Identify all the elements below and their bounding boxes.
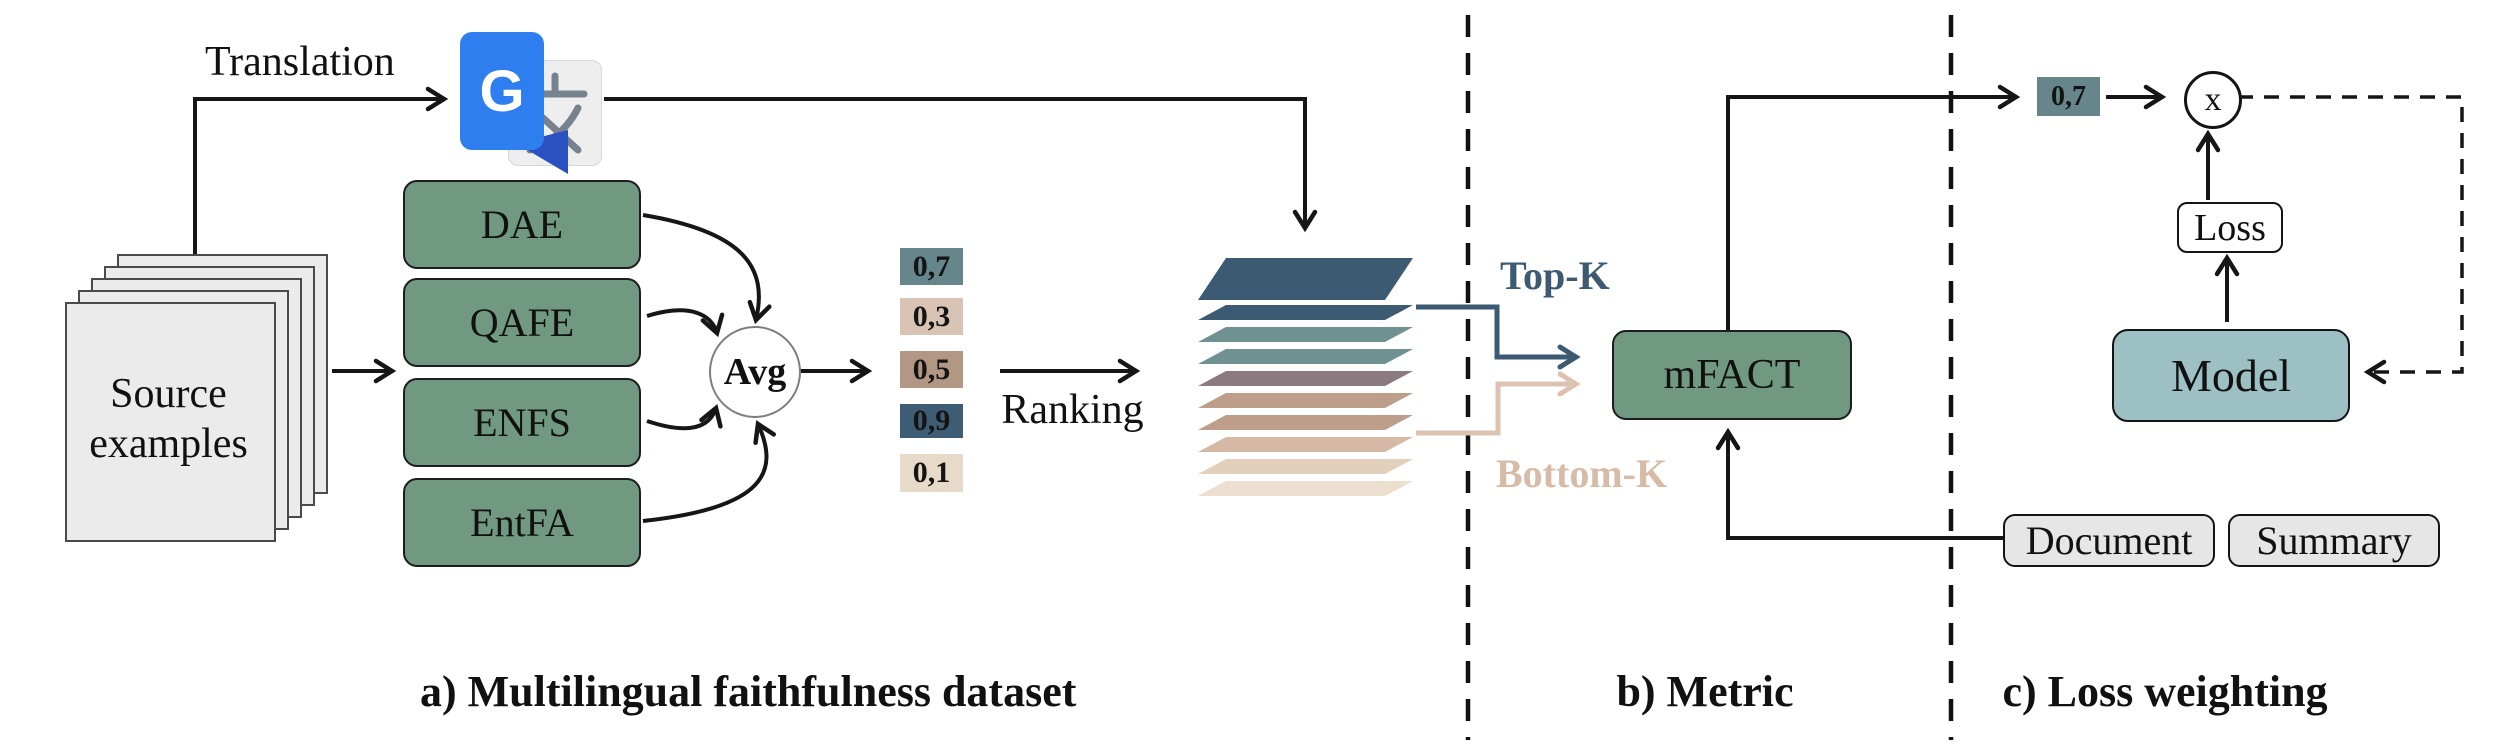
ranked-layer xyxy=(1198,327,1413,342)
caption-b: b) Metric xyxy=(1616,667,1794,716)
score-chip: 0,9 xyxy=(900,404,963,438)
caption-c: c) Loss weighting xyxy=(2002,667,2328,716)
ranked-layer xyxy=(1198,481,1413,496)
score-chip: 0,7 xyxy=(900,248,963,285)
arrow-qafe-to-avg xyxy=(646,308,725,338)
avg-node: Avg xyxy=(709,326,801,418)
ranked-layer xyxy=(1198,349,1413,364)
ranked-layer xyxy=(1198,258,1413,300)
model-box: Model xyxy=(2112,329,2350,422)
source-label-line2: examples xyxy=(89,421,248,467)
arrow-bottom-k xyxy=(1416,371,1581,436)
scorer-box-enfs: ENFS xyxy=(403,378,641,467)
top-k-label: Top-K xyxy=(1500,253,1610,298)
source-examples-label: Source examples xyxy=(65,302,272,538)
ranking-label: Ranking xyxy=(1001,387,1144,433)
source-sheet xyxy=(65,302,276,542)
ranked-layer xyxy=(1198,459,1413,474)
scorer-box-dae: DAE xyxy=(403,180,641,269)
arrow-enfs-to-avg xyxy=(646,403,723,431)
weight-chip: 0,7 xyxy=(2037,77,2100,116)
arrow-document-to-mfact xyxy=(1715,427,2003,540)
ranked-layer xyxy=(1198,371,1413,386)
document-box: Document xyxy=(2003,514,2215,567)
arrow-translator-to-layers xyxy=(604,97,1318,233)
summary-box: Summary xyxy=(2228,514,2440,567)
arrow-top-k xyxy=(1416,304,1581,370)
ranked-layer xyxy=(1198,305,1413,320)
source-label-line1: Source xyxy=(110,371,227,418)
arrow-entfa-to-avg xyxy=(642,420,777,523)
google-g-icon: G xyxy=(460,32,544,150)
ranked-layer xyxy=(1198,393,1413,408)
mfact-box: mFACT xyxy=(1612,330,1852,420)
score-chip: 0,5 xyxy=(900,351,963,388)
multiply-node: x xyxy=(2184,71,2242,129)
bottom-k-label: Bottom-K xyxy=(1496,451,1668,496)
ranked-layer xyxy=(1198,437,1413,452)
scorer-box-entfa: EntFA xyxy=(403,478,641,567)
score-chip: 0,1 xyxy=(900,454,963,492)
arrow-mfact-to-weight xyxy=(1726,84,2021,330)
google-translate-icon: G xyxy=(460,30,602,174)
loss-box: Loss xyxy=(2177,202,2283,253)
caption-a: a) Multilingual faithfulness dataset xyxy=(420,667,1077,716)
arrow-dae-to-avg xyxy=(642,213,772,325)
score-chip: 0,3 xyxy=(900,298,963,335)
ranked-layer xyxy=(1198,415,1413,430)
scorer-box-qafe: QAFE xyxy=(403,278,641,367)
translation-label: Translation xyxy=(205,39,395,85)
